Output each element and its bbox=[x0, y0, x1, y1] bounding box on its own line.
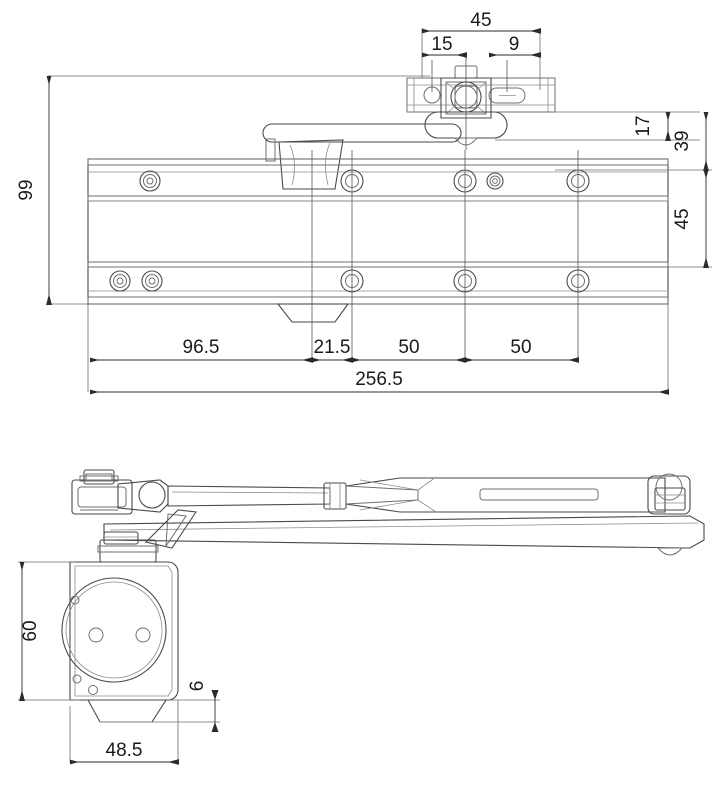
closer-arm-assembly bbox=[71, 469, 705, 556]
dim-text-60: 60 bbox=[20, 620, 41, 641]
bottom-view-group bbox=[18, 469, 705, 765]
closer-body bbox=[61, 561, 179, 723]
dim-text-6: 6 bbox=[187, 681, 208, 692]
closer-arm-top bbox=[262, 123, 462, 190]
dim-text-15: 15 bbox=[431, 34, 452, 55]
slide-rail-body bbox=[87, 158, 669, 323]
rail-screw-holes-lower bbox=[109, 269, 590, 293]
dim-text-9: 9 bbox=[509, 34, 520, 55]
dim-chain-bottom bbox=[90, 357, 669, 395]
body-pivot-boss bbox=[97, 531, 159, 563]
arm-to-body-bracket bbox=[144, 509, 197, 549]
dim-text-50-b: 50 bbox=[510, 337, 531, 358]
dim-text-96-5: 96.5 bbox=[183, 337, 220, 358]
dim-text-99: 99 bbox=[16, 179, 37, 200]
dim-text-45-top: 45 bbox=[470, 10, 491, 31]
dim-text-39: 39 bbox=[672, 130, 693, 151]
bottom-view-extension-lines bbox=[18, 561, 220, 762]
rail-screw-holes-upper bbox=[139, 169, 590, 193]
dim-text-17: 17 bbox=[633, 115, 654, 136]
dim-text-50-a: 50 bbox=[398, 337, 419, 358]
dim-text-256-5: 256.5 bbox=[355, 369, 403, 390]
dim-text-21-5: 21.5 bbox=[314, 337, 351, 358]
dim-6-bottom bbox=[211, 690, 219, 732]
dim-text-45-right: 45 bbox=[672, 208, 693, 229]
top-view-extension-lines bbox=[48, 28, 712, 392]
top-view-group bbox=[46, 28, 712, 395]
dim-text-48-5: 48.5 bbox=[106, 740, 143, 761]
